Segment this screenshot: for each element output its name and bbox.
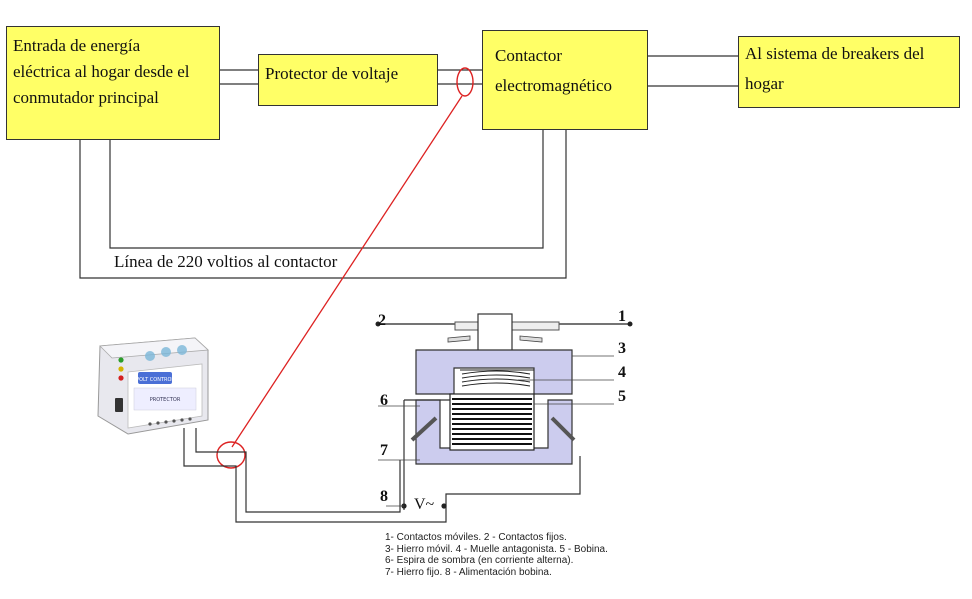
block-breakers: Al sistema de breakers del hogar [738,36,960,108]
legend-line: 3- Hierro móvil. 4 - Muelle antagonista.… [385,543,608,555]
part-number-4: 4 [618,364,626,381]
block-entrada-energia: Entrada de energía eléctrica al hogar de… [6,26,220,140]
supply-voltage-label: V~ [414,496,435,513]
line-220v-label: Línea de 220 voltios al contactor [114,252,338,271]
legend-line: 6- Espira de sombra (en corriente altern… [385,555,574,566]
legend-line: 7- Hierro fijo. 8 - Alimentación bobina. [385,566,552,578]
legend-line: 1- Contactos móviles. 2 - Contactos fijo… [385,532,567,543]
pointer-ellipse-top [456,67,474,97]
device-model-label: PROTECTOR [150,397,181,403]
protector-label: Protector de voltaje [265,64,399,83]
contactor-schematic [375,313,633,510]
part-number-2: 2 [378,312,386,329]
entrada-line-3: conmutador principal [13,88,159,107]
pointer-line [231,95,463,448]
block-contactor: Contactor electromagnético [482,30,648,130]
part-number-8: 8 [380,488,388,505]
entrada-line-2: eléctrica al hogar desde el [13,62,190,81]
device-brand-label: VOLT CONTROL [136,377,175,383]
contactor-line-1: Contactor [495,46,563,65]
part-number-7: 7 [380,442,388,459]
contactor-line-2: electromagnético [495,76,613,95]
parts-legend: 1- Contactos móviles. 2 - Contactos fijo… [385,532,608,578]
breakers-line-1: Al sistema de breakers del [745,44,925,63]
block-protector-voltaje: Protector de voltaje [258,54,438,106]
coil-feed-wires [183,428,581,523]
part-number-5: 5 [618,388,626,405]
part-number-1: 1 [618,308,626,325]
breakers-line-2: hogar [745,74,784,93]
part-number-3: 3 [618,340,626,357]
pointer-ellipse-bottom [216,441,246,469]
control-line-220v [79,130,567,279]
entrada-line-1: Entrada de energía [13,36,141,55]
voltage-protector-device: VOLT CONTROL PROTECTOR [97,337,209,435]
part-number-6: 6 [380,392,388,409]
